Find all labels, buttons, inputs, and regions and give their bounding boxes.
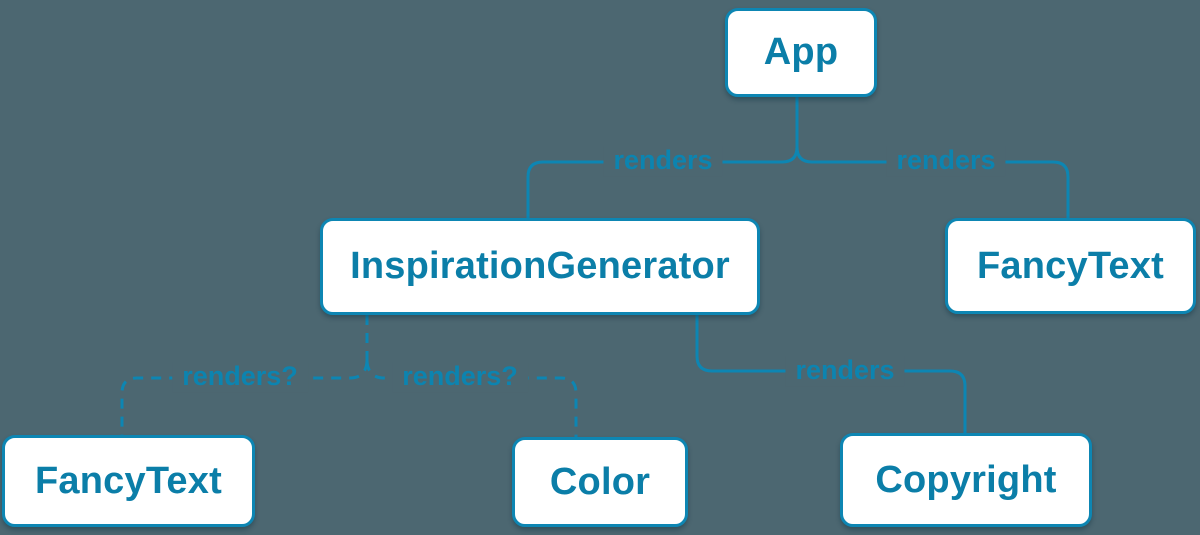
node-fancy-text-bottom-label: FancyText (35, 459, 222, 502)
node-inspiration-generator-label: InspirationGenerator (350, 245, 730, 287)
node-inspiration-generator: InspirationGenerator (320, 218, 760, 315)
node-fancy-text-top: FancyText (945, 218, 1196, 314)
node-app-label: App (763, 31, 839, 73)
edge-inspiration-generator-to-fancy-text-bottom (120, 360, 369, 435)
edge-label-inspiration-generator-copyright: renders (785, 355, 905, 386)
edge-inspiration-generator-to-color (365, 360, 578, 437)
edge-label-app-inspiration-generator: renders (603, 145, 723, 176)
node-color: Color (512, 437, 688, 527)
node-fancy-text-bottom: FancyText (2, 435, 255, 527)
edge-label-app-fancy-text-top: renders (886, 145, 1006, 176)
node-fancy-text-top-label: FancyText (977, 244, 1164, 287)
node-copyright-label: Copyright (875, 458, 1057, 501)
node-app: App (725, 8, 877, 97)
node-copyright: Copyright (840, 433, 1092, 527)
edge-app-to-fancy-text-top (795, 146, 1070, 218)
edge-label-inspiration-generator-color: renders? (392, 361, 528, 392)
node-color-label: Color (549, 460, 651, 503)
edge-label-inspiration-generator-fancy-text-bottom: renders? (172, 361, 308, 392)
